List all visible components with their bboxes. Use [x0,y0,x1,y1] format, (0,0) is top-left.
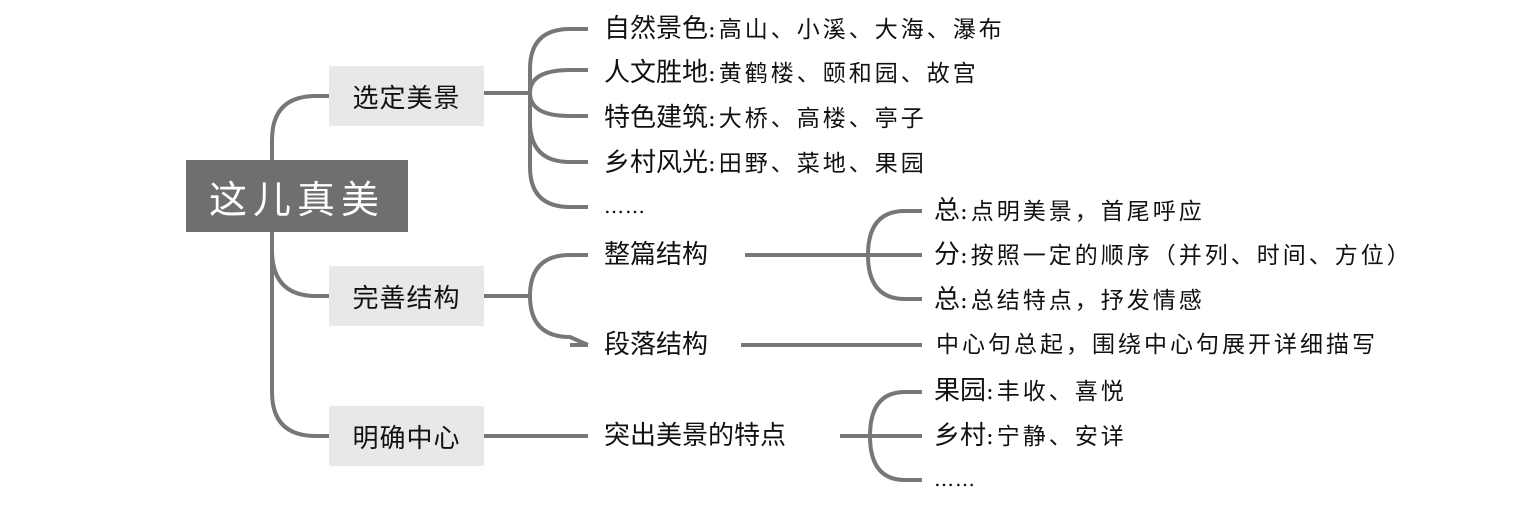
connector-branch1-item2 [527,68,588,118]
leaf-separator: : [708,17,719,43]
leaf-text: 点明美景，首尾呼应 [970,199,1205,225]
connector-root-branch2 [270,249,329,298]
leaf-separator: : [708,151,719,177]
leaf-label: 人文胜地 [604,58,709,88]
connector-branch2-fan [527,253,589,347]
leaf-separator: : [986,424,997,450]
leaf-divided-body: 分:按照一定的顺序（并列、时间、方位） [934,237,1413,273]
leaf-text: 按照一定的顺序（并列、时间、方位） [970,243,1413,269]
leaf-text: 大桥、高楼、亭子 [718,106,927,132]
node-paragraph-structure: 段落结构 [604,330,709,360]
branch-clear-center: 明确中心 [329,406,484,466]
leaf-label: 果园 [934,376,987,406]
leaf-village: 乡村:宁静、安详 [934,418,1127,454]
leaf-text: 高山、小溪、大海、瀑布 [718,17,1005,43]
leaf-text: 总结特点，抒发情感 [970,288,1205,314]
leaf-label: 总 [934,196,961,226]
leaf-label: 特色建筑 [604,103,709,133]
root-node: 这儿真美 [186,160,408,232]
node-whole-structure: 整篇结构 [604,240,709,270]
connector-root-branch1 [270,94,329,160]
leaf-ellipsis: …… [604,194,646,218]
branch-select-scenery: 选定美景 [329,66,484,126]
connector-feature-fan [867,390,922,482]
connector-root-trunk [270,232,329,438]
connector-whole-fan [865,209,922,301]
connector-branch1-item4 [528,121,588,164]
leaf-separator: : [708,106,719,132]
leaf-orchard: 果园:丰收、喜悦 [934,373,1127,409]
leaf-text: 丰收、喜悦 [996,379,1127,405]
leaf-separator: : [960,288,971,314]
leaf-label: 乡村 [934,421,987,451]
branch-improve-structure: 完善结构 [329,266,484,326]
leaf-separator: : [986,379,997,405]
leaf-cultural-sites: 人文胜地:黄鹤楼、颐和园、故宫 [604,55,979,91]
connector-branch1-item1 [528,27,588,209]
leaf-total-conclusion: 总:总结特点，抒发情感 [934,282,1205,318]
leaf-special-buildings: 特色建筑:大桥、高楼、亭子 [604,100,927,136]
leaf-label: 总 [934,285,961,315]
leaf-label: 自然景色 [604,14,709,44]
leaf-ellipsis: …… [934,467,976,491]
leaf-rural-scenery: 乡村风光:田野、菜地、果园 [604,145,927,181]
leaf-natural-scenery: 自然景色:高山、小溪、大海、瀑布 [604,11,1005,47]
leaf-text: 宁静、安详 [996,424,1127,450]
node-highlight-features: 突出美景的特点 [604,421,787,451]
leaf-label: 分 [934,240,961,270]
leaf-separator: : [960,243,971,269]
leaf-separator: : [708,61,719,87]
leaf-text: 黄鹤楼、颐和园、故宫 [718,61,979,87]
leaf-separator: : [960,199,971,225]
leaf-label: 乡村风光 [604,148,709,178]
leaf-total-intro: 总:点明美景，首尾呼应 [934,193,1205,229]
leaf-topic-sentence: 中心句总起，围绕中心句展开详细描写 [936,332,1378,358]
leaf-text: 田野、菜地、果园 [718,151,927,177]
